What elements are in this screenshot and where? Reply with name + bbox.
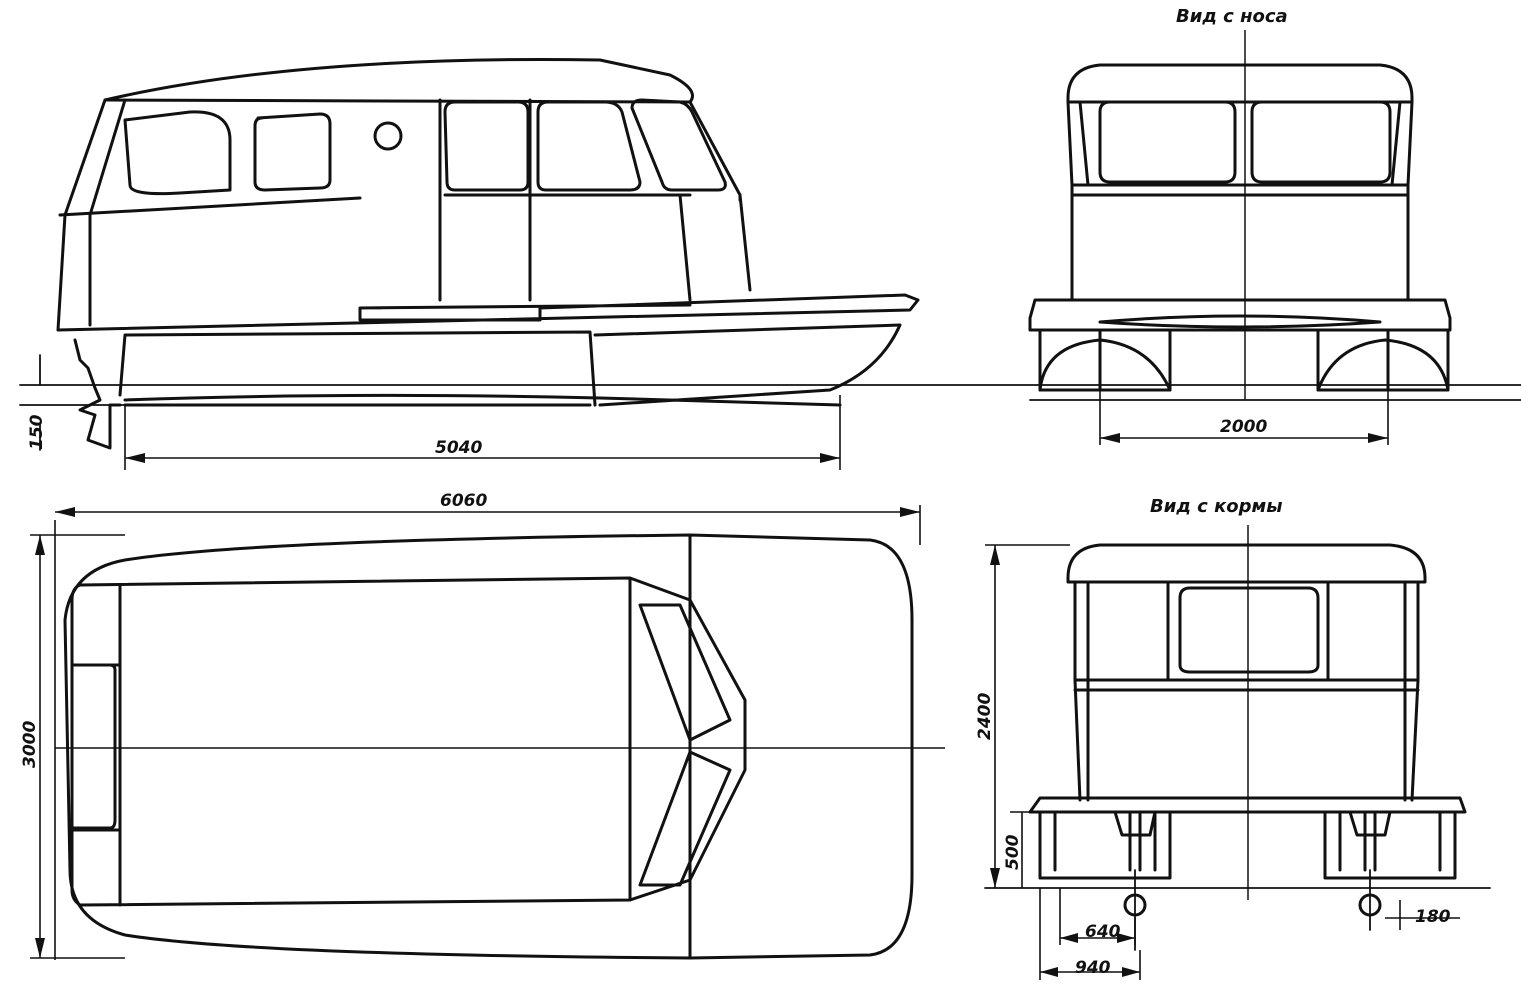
dim-length-waterline: 5040 xyxy=(435,438,482,458)
dim-height: 2400 xyxy=(975,693,995,740)
dim-940: 940 xyxy=(1075,958,1111,978)
dim-hull-height: 500 xyxy=(1003,834,1023,870)
front-view-title: Вид с носа xyxy=(1176,6,1288,27)
top-view xyxy=(30,505,945,960)
side-view xyxy=(19,58,1521,470)
front-view xyxy=(1028,30,1521,445)
dim-length-overall: 6060 xyxy=(440,491,487,511)
dim-draft: 150 xyxy=(27,414,47,450)
rear-view-title: Вид с кормы xyxy=(1150,496,1283,517)
dim-front-width: 2000 xyxy=(1220,417,1267,437)
rear-view xyxy=(984,525,1491,980)
dim-180: 180 xyxy=(1415,907,1451,927)
dim-640: 640 xyxy=(1085,922,1121,942)
dim-beam-overall: 3000 xyxy=(20,721,40,768)
